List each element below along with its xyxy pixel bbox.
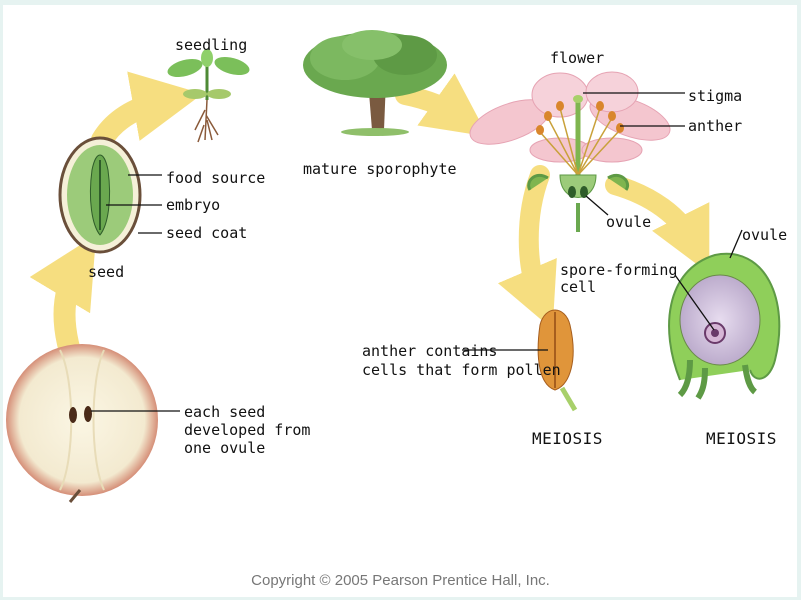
label-each-seed-line1: each seed: [184, 403, 266, 421]
label-spore-forming-cell: spore-forming cell: [560, 262, 677, 296]
label-anther: anther: [688, 117, 743, 135]
seedling-illustration: [167, 49, 250, 143]
label-food-source: food source: [166, 169, 266, 187]
label-embryo: embryo: [166, 196, 221, 214]
label-anther-contains-line1: anther contains: [362, 342, 498, 360]
tree-illustration: [303, 30, 447, 136]
label-ovule-right: ovule: [742, 226, 788, 244]
label-anther-contains: anther contains cells that form pollen: [362, 342, 561, 380]
anther-illustration: [537, 309, 578, 412]
leader-spore-cell: [674, 274, 715, 331]
label-spore-forming-line1: spore-forming: [560, 261, 678, 279]
arrow-seed-to-seedling: [91, 71, 203, 151]
label-stigma: stigma: [688, 87, 743, 105]
label-each-seed: each seed developed from one ovule: [184, 403, 310, 457]
label-seed-coat: seed coat: [166, 224, 248, 242]
label-ovule-flower: ovule: [606, 213, 652, 231]
label-anther-contains-line2: cells that form pollen: [362, 361, 561, 379]
label-spore-forming-line2: cell: [560, 278, 597, 296]
arrow-flower-to-anther: [497, 165, 557, 330]
arrow-tree-to-flower: [395, 73, 489, 137]
copyright-notice: Copyright © 2005 Pearson Prentice Hall, …: [251, 572, 550, 589]
label-meiosis-left: MEIOSIS: [532, 429, 603, 448]
ovule-illustration: [668, 252, 781, 400]
leader-ovule-flower: [585, 195, 609, 216]
apple-illustration: [6, 344, 158, 503]
label-seedling: seedling: [175, 36, 248, 54]
label-each-seed-line2: developed from: [184, 421, 311, 439]
label-seed: seed: [88, 263, 125, 281]
leader-lines: [91, 92, 743, 412]
label-each-seed-line3: one ovule: [184, 439, 266, 457]
flower-illustration: [469, 71, 671, 232]
seed-illustration: [58, 136, 142, 254]
label-flower: flower: [550, 49, 605, 67]
leader-ovule-right: [729, 229, 743, 259]
label-mature-sporophyte: mature sporophyte: [303, 160, 457, 178]
label-meiosis-right: MEIOSIS: [706, 429, 777, 448]
